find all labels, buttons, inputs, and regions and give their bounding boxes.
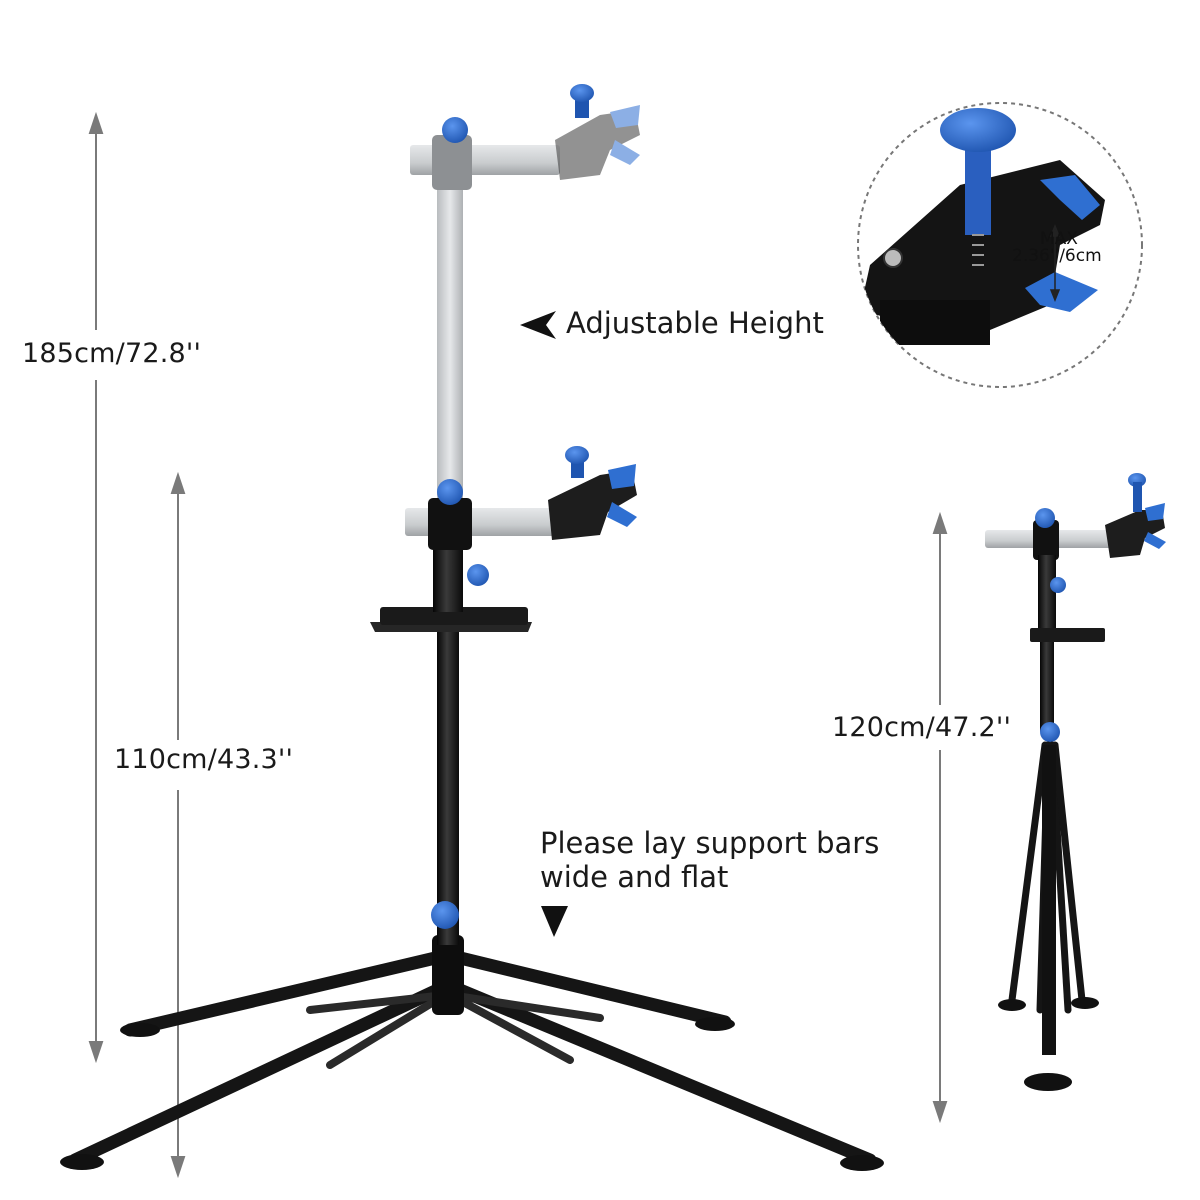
dimension-line-110: [170, 471, 186, 1179]
clamp-detail-inset: [857, 102, 1143, 388]
dimension-line-120: [932, 511, 948, 1124]
min-height-label: 110cm/43.3'': [114, 744, 294, 775]
folded-stand: [985, 473, 1166, 1091]
adjustable-height-callout: Adjustable Height: [566, 306, 824, 340]
down-arrow-icon: [541, 906, 568, 937]
clamp-max-label: MAX: [1040, 229, 1078, 249]
main-stand: [60, 84, 884, 1171]
folded-height-label: 120cm/47.2'': [832, 712, 1012, 743]
adjustable-arrow-icon: [520, 311, 556, 339]
support-bars-line-1: Please lay support bars: [540, 826, 880, 860]
support-bars-line-2: wide and flat: [540, 860, 729, 894]
dimension-line-185: [88, 111, 104, 1064]
max-height-label: 185cm/72.8'': [22, 338, 202, 369]
clamp-max-value: 2.36''/6cm: [1012, 246, 1102, 266]
